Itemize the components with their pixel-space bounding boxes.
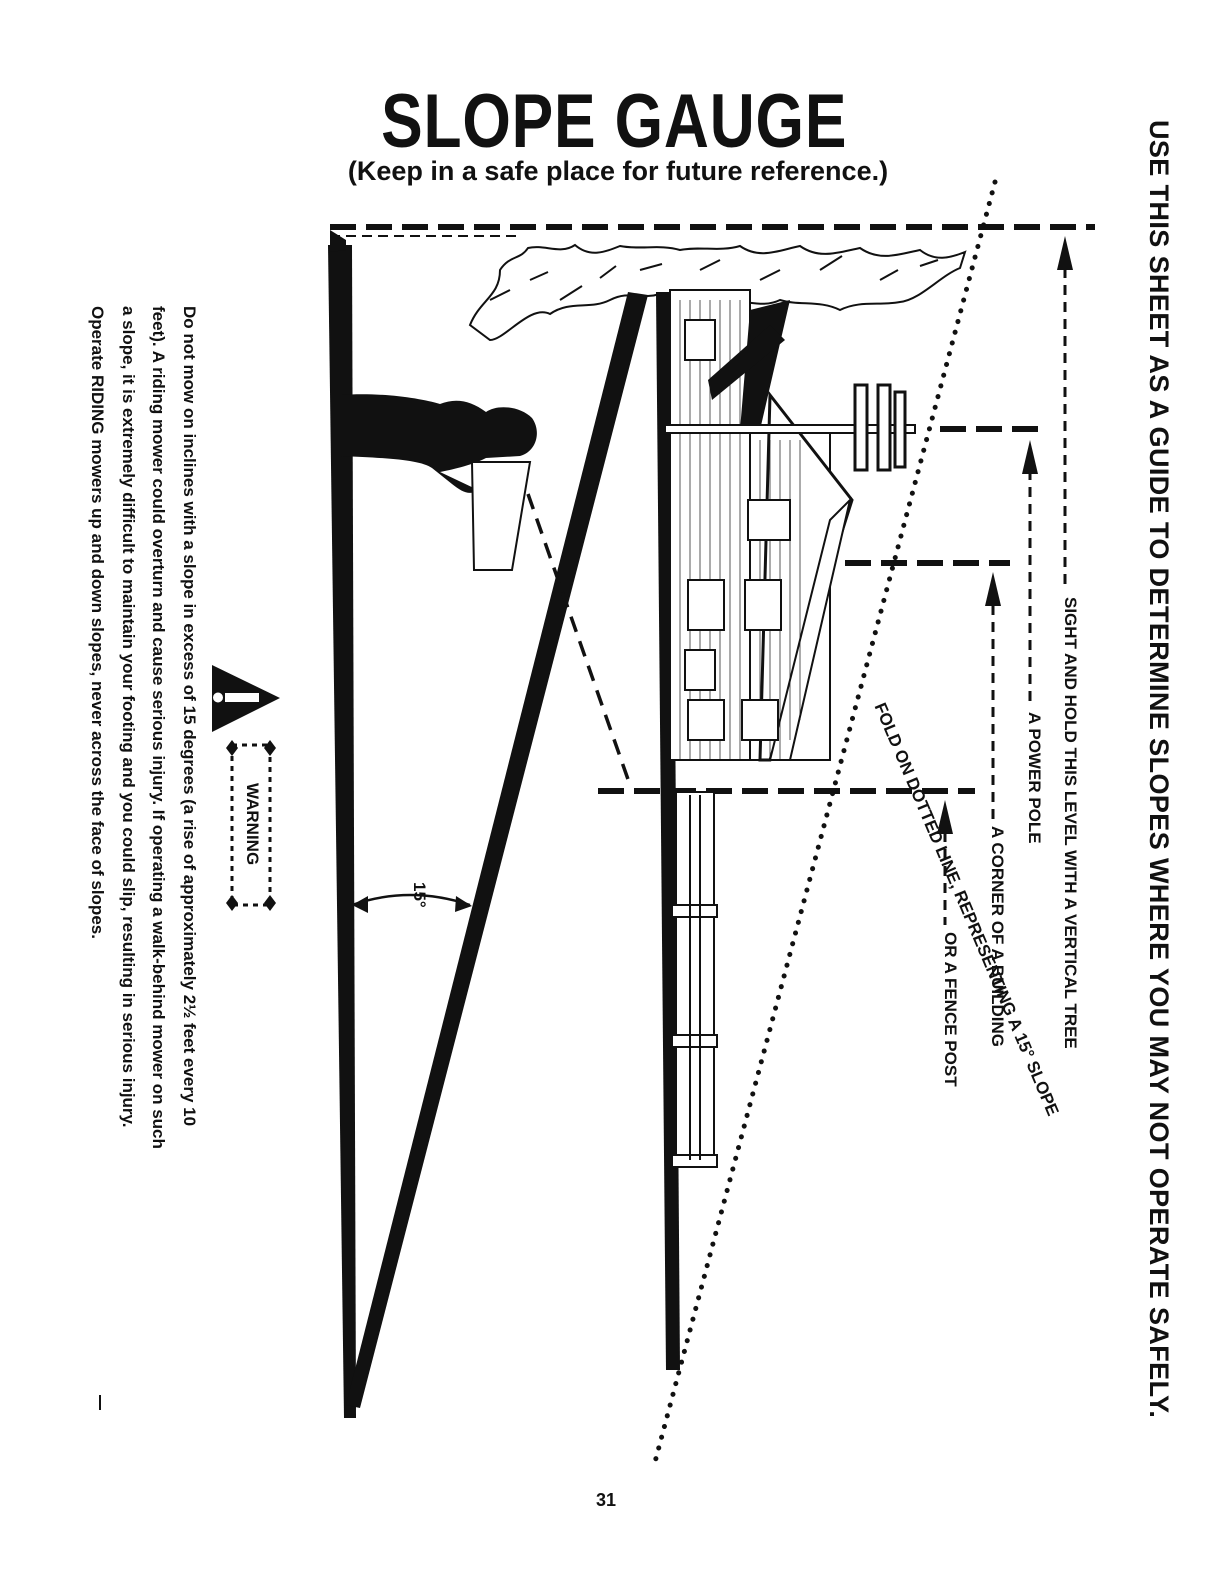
warning-line: a slope, it is extremely difficult to ma… xyxy=(119,306,138,1128)
building-arrow-icon xyxy=(985,572,1001,606)
warning-line: Operate RIDING mowers up and down slopes… xyxy=(88,306,108,939)
person-silhouette-icon xyxy=(340,394,537,493)
warning-symbol-icon xyxy=(212,665,280,732)
page-title: SLOPE GAUGE xyxy=(381,79,848,164)
fence-icon xyxy=(671,791,718,1168)
tree-icon xyxy=(468,243,967,342)
arrow-heads xyxy=(937,236,1073,834)
tree-arrow-icon xyxy=(1057,236,1073,270)
warning-label-frame xyxy=(226,740,276,911)
fold-dotted-line xyxy=(652,179,998,1465)
pole-label: A POWER POLE xyxy=(1025,712,1044,844)
page-number: 31 xyxy=(595,1490,617,1510)
gauge-triangle xyxy=(328,230,648,1418)
tree-label: SIGHT AND HOLD THIS LEVEL WITH A VERTICA… xyxy=(1061,597,1080,1049)
slope-edge xyxy=(346,292,648,1408)
warning-line: Do not mow on inclines with a slope in e… xyxy=(180,306,199,1127)
fence-label: OR A FENCE POST xyxy=(941,932,960,1087)
angle-label: 15° xyxy=(410,882,429,908)
sight-level-lines xyxy=(330,224,1095,794)
power-pole-icon xyxy=(664,383,916,472)
vertical-edge xyxy=(328,245,356,1418)
page-subtitle: (Keep in a safe place for future referen… xyxy=(347,156,889,186)
pole-arrow-icon xyxy=(1022,440,1038,474)
slope-gauge-sheet-icon xyxy=(470,461,532,571)
vertical-arrows xyxy=(943,268,1067,925)
angle-arrow-right-icon xyxy=(455,896,472,912)
house-icon xyxy=(669,289,854,762)
angle-arrow-left-icon xyxy=(352,896,368,913)
fence-arrow-icon xyxy=(937,800,953,834)
warning-line: feet). A riding mower could overturn and… xyxy=(149,306,169,1149)
warning-label: WARNING xyxy=(243,783,262,866)
warning-text: Do not mow on inclines with a slope in e… xyxy=(82,306,204,1306)
